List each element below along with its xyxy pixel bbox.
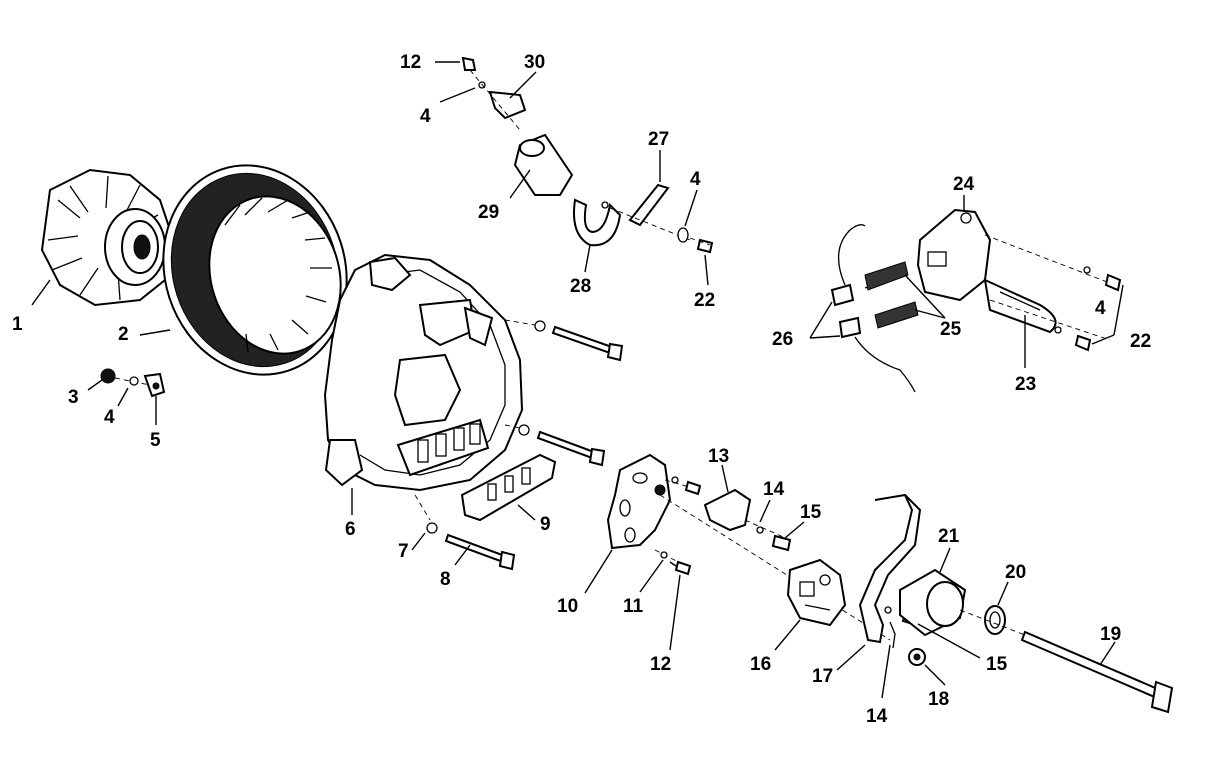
- callout-4-left: 4: [104, 407, 115, 428]
- callout-12-lower: 12: [650, 654, 671, 675]
- brush-holder-parts: [664, 476, 792, 552]
- long-bolt-part: [959, 609, 1174, 714]
- callout-28: 28: [570, 276, 591, 297]
- screw-washer-terminal-parts: [100, 368, 166, 398]
- callout-19: 19: [1100, 624, 1121, 645]
- callout-6: 6: [345, 519, 356, 540]
- lower-washer-screw-parts: [654, 549, 692, 576]
- right-washer-screw-parts: [1054, 266, 1122, 352]
- callout-18: 18: [928, 689, 949, 710]
- callout-4-mid: 4: [690, 169, 701, 190]
- callout-1: 1: [12, 314, 23, 335]
- callout-4-right: 4: [1095, 298, 1106, 319]
- callout-22-mid: 22: [694, 290, 715, 311]
- callout-5: 5: [150, 430, 161, 451]
- strip-part: [609, 183, 691, 241]
- through-bolts: [504, 319, 624, 467]
- callout-4-top: 4: [420, 106, 431, 127]
- mounting-bracket-part: [858, 493, 922, 644]
- callout-13: 13: [708, 446, 729, 467]
- callout-3: 3: [68, 387, 79, 408]
- callout-16: 16: [750, 654, 771, 675]
- callout-20: 20: [1005, 562, 1026, 583]
- callout-14-mid: 14: [763, 479, 785, 500]
- callout-25: 25: [940, 319, 962, 340]
- callout-24: 24: [953, 174, 975, 195]
- callout-27: 27: [648, 129, 669, 150]
- rectifier-plate-part: [460, 453, 557, 522]
- bracket-plate-part: [606, 453, 891, 641]
- top-screw-clip-parts: [461, 56, 527, 131]
- brush-holder-body-part: [916, 208, 1116, 302]
- capacitor-part: [899, 568, 967, 637]
- rotor-fan-part: [40, 168, 177, 307]
- callout-17: 17: [812, 666, 833, 687]
- callout-labels: 1 2 3 4 5 6 7 8 9 10 11 12 12 4 30 29 28…: [12, 52, 1151, 727]
- callout-30: 30: [524, 52, 545, 73]
- callout-12-top: 12: [400, 52, 421, 73]
- callout-14-lower: 14: [866, 706, 888, 727]
- end-housing-part: [323, 253, 524, 492]
- callout-22-right: 22: [1130, 331, 1151, 352]
- capacitor-top-part: [513, 133, 574, 196]
- callout-8: 8: [440, 569, 451, 590]
- callout-15-mid: 15: [800, 502, 822, 523]
- callout-26: 26: [772, 329, 793, 350]
- u-clip-part: [983, 278, 1111, 341]
- regulator-part: [786, 558, 847, 627]
- springs-part: [864, 261, 919, 329]
- callout-10: 10: [557, 596, 578, 617]
- callout-2: 2: [118, 324, 129, 345]
- callout-23: 23: [1015, 374, 1036, 395]
- callout-15-lower: 15: [986, 654, 1008, 675]
- callout-29: 29: [478, 202, 499, 223]
- washer-bolt-parts: [414, 494, 516, 571]
- top-washer-screw-parts: [677, 227, 714, 254]
- clamp-part: [573, 198, 622, 247]
- callout-21: 21: [938, 526, 960, 547]
- pulley-washer-part: [984, 605, 1006, 635]
- callout-7: 7: [398, 541, 409, 562]
- callout-9: 9: [540, 514, 551, 535]
- brushes-part: [830, 224, 916, 393]
- leader-lines: [31, 61, 1124, 699]
- stator-part: [162, 164, 348, 376]
- callout-11: 11: [623, 596, 644, 617]
